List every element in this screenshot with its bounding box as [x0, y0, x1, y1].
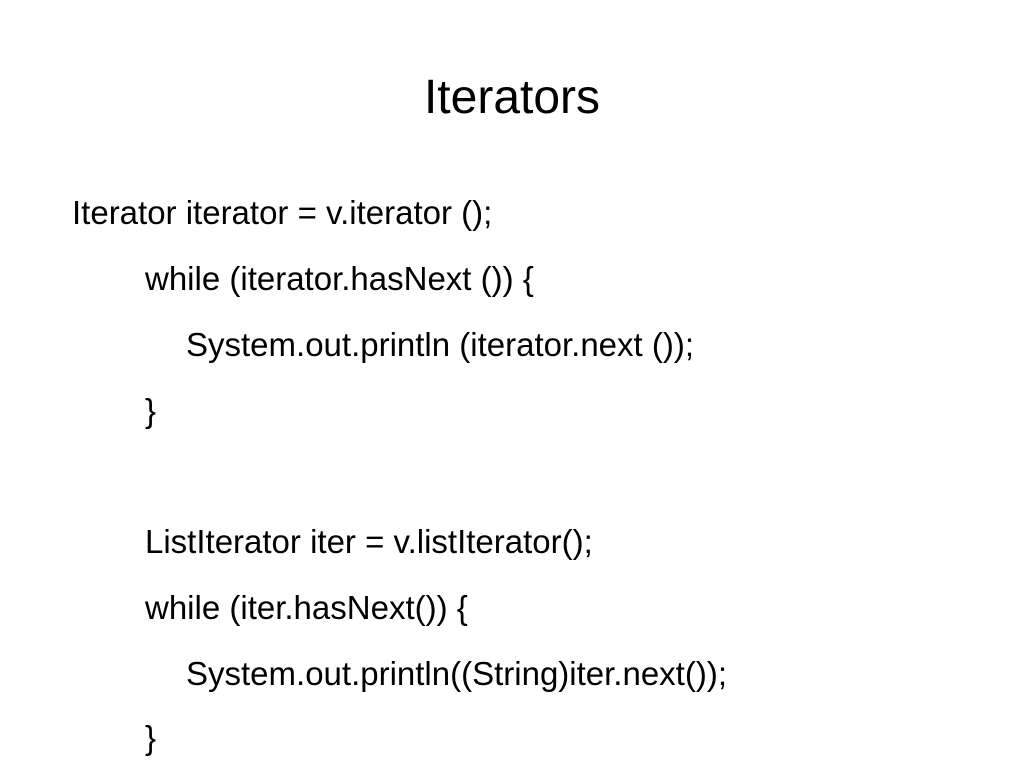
- slide-title: Iterators: [423, 71, 601, 124]
- code-line: System.out.println((String)iter.next());: [186, 655, 727, 692]
- code-line: while (iterator.hasNext ()) {: [145, 260, 534, 297]
- code-line: while (iter.hasNext()) {: [145, 589, 468, 626]
- code-line: Iterator iterator = v.iterator ();: [72, 194, 493, 231]
- code-line: System.out.println (iterator.next ());: [186, 326, 695, 363]
- code-line: ListIterator iter = v.listIterator();: [145, 523, 593, 560]
- code-line: }: [145, 719, 157, 756]
- code-line: }: [145, 392, 157, 429]
